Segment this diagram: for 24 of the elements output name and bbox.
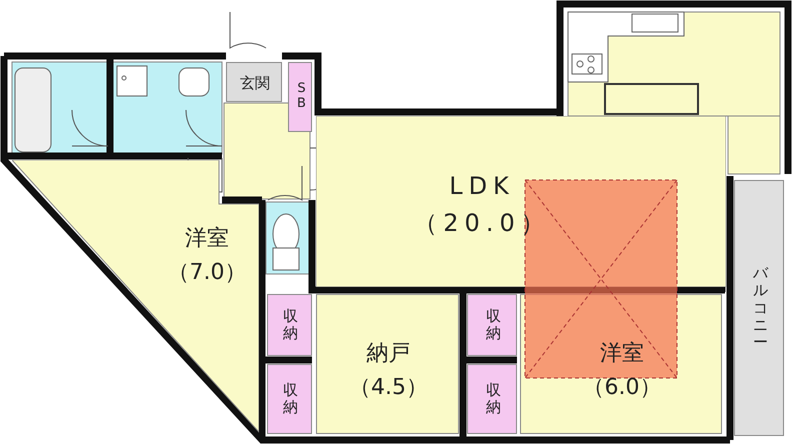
storage-closet (467, 364, 517, 434)
room-size: （7.0） (166, 260, 248, 286)
room-name: LDK (448, 172, 516, 201)
shoe-box-area (288, 62, 312, 132)
room-size: （4.5） (348, 375, 429, 402)
room-size: （20.0） (412, 209, 552, 238)
balcony-area (734, 180, 784, 436)
storage-closet (267, 364, 312, 434)
room-name: SB (296, 82, 307, 112)
room-name: 玄関 (239, 73, 271, 94)
room-name: 収納 (282, 308, 299, 342)
room-name: 洋室 (184, 226, 230, 252)
room-name: 洋室 (599, 341, 645, 368)
room-name: 収納 (485, 382, 502, 416)
room-size: （6.0） (582, 375, 662, 402)
storage-closet (467, 294, 517, 356)
bedroom-area (12, 160, 259, 434)
room-name: 納戸 (366, 341, 412, 368)
room-name: 収納 (282, 382, 299, 416)
room-name: 収納 (485, 308, 502, 342)
room-name: バルコニー (752, 264, 769, 352)
entrance-area (226, 62, 282, 102)
storage-closet (267, 294, 312, 356)
storeroom-area (316, 294, 459, 434)
